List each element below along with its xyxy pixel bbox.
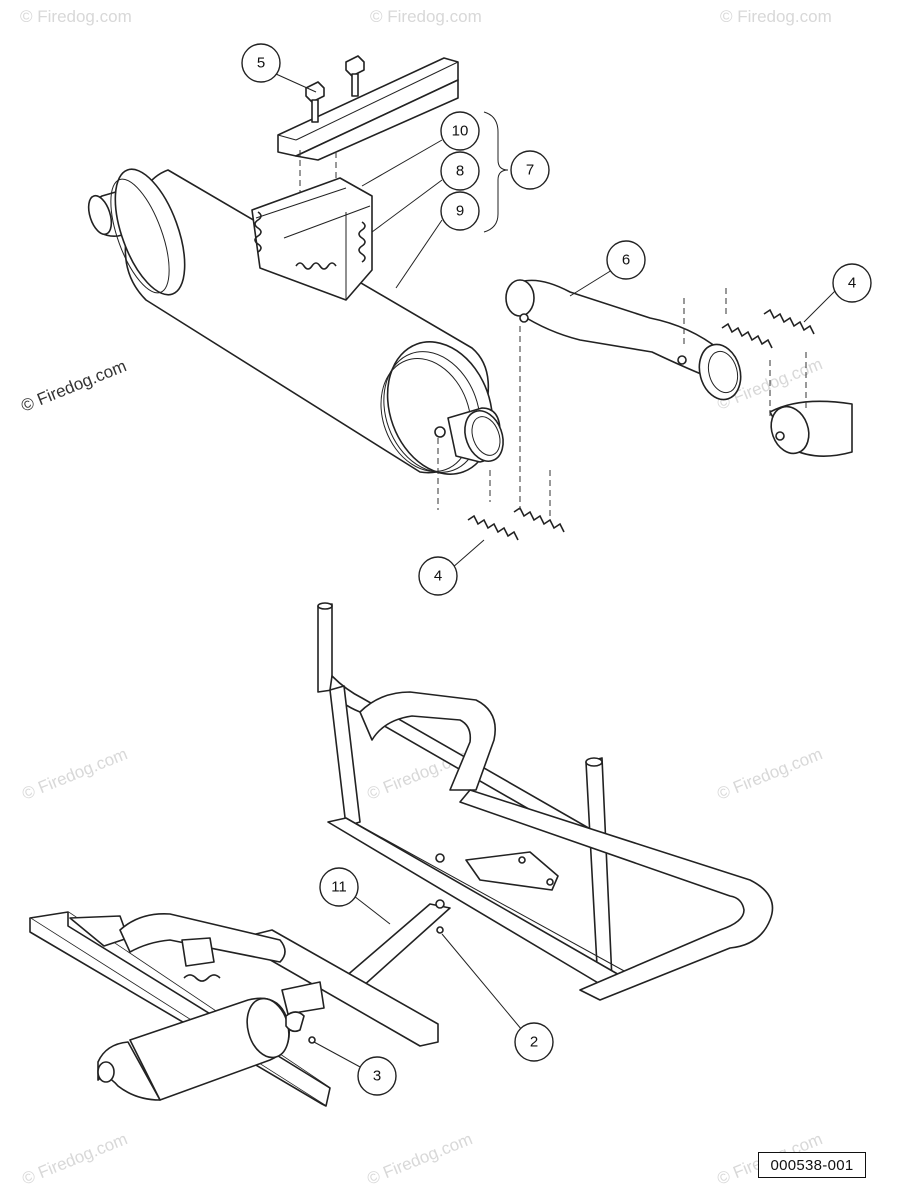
engine-outlet-pipe (769, 400, 853, 457)
watermark: © Firedog.com (714, 744, 825, 803)
callout-2-circle (514, 1022, 554, 1062)
callout-3-circle (357, 1056, 397, 1096)
springs-top (683, 288, 815, 420)
vehicle-frame (317, 602, 774, 1001)
callout-2: 2 (530, 1034, 538, 1051)
callout-6-circle (606, 240, 646, 280)
muffler-clamp-block (251, 177, 373, 301)
callout-7: 7 (526, 162, 534, 179)
copyright-notice: © Firedog.com (18, 356, 129, 415)
callout-8-circle (440, 151, 480, 191)
callout-4-top: 4 (848, 275, 856, 292)
callout-8: 8 (456, 163, 464, 180)
callout-11-circle (319, 867, 359, 907)
watermark: © Firedog.com (19, 1129, 130, 1188)
callout-9: 9 (456, 203, 464, 220)
callout-5: 5 (257, 55, 265, 72)
watermark: © Firedog.com (370, 7, 482, 26)
rear-frame-section (29, 911, 439, 1107)
callout-10: 10 (452, 123, 469, 140)
callout-4-top-circle (832, 263, 872, 303)
callout-4-bottom-circle (418, 556, 458, 596)
callout-11: 11 (331, 879, 347, 896)
drawing-number: 000538-001 (758, 1152, 866, 1178)
watermark: © Firedog.com (364, 1129, 475, 1188)
muffler (87, 168, 504, 475)
callouts: 5 10 8 9 7 6 4 4 11 (241, 43, 872, 1096)
callout-4-bottom: 4 (434, 568, 442, 585)
callout-5-circle (241, 43, 281, 83)
exhaust-pipe (505, 279, 742, 401)
callout-9-circle (440, 191, 480, 231)
watermark: © Firedog.com (20, 7, 132, 26)
springs-bottom (437, 326, 565, 541)
callout-7-circle (510, 150, 550, 190)
mounting-bracket (277, 55, 459, 220)
callout-10-circle (440, 111, 480, 151)
callout-6: 6 (622, 252, 630, 269)
watermark: © Firedog.com (19, 744, 130, 803)
callout-3: 3 (373, 1068, 381, 1085)
watermark: © Firedog.com (720, 7, 832, 26)
